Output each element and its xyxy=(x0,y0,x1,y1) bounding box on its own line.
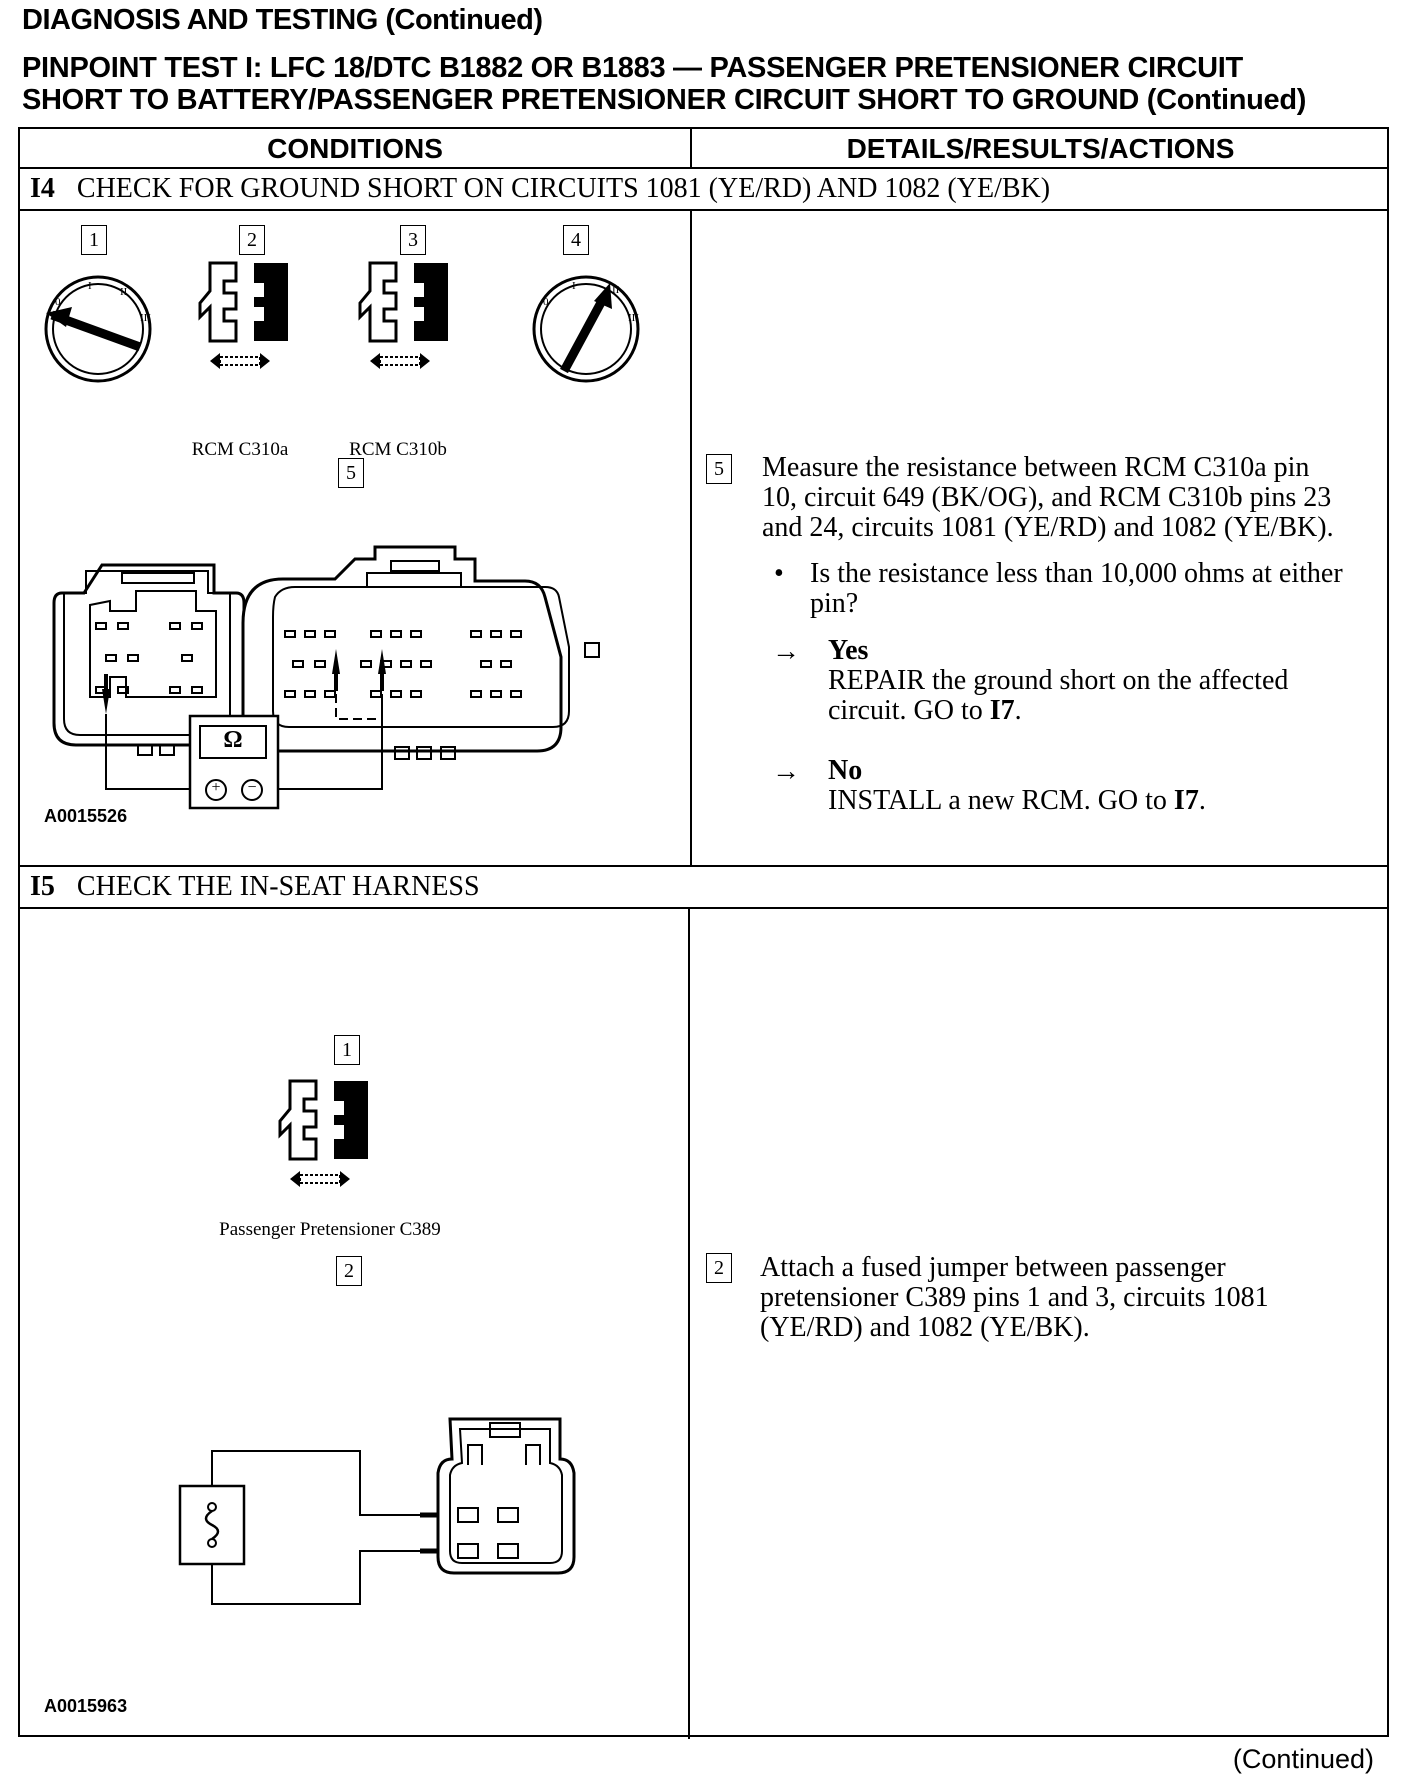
meter-minus-terminal: − xyxy=(247,779,257,796)
conditions-header: CONDITIONS xyxy=(267,133,443,164)
no-goto-step[interactable]: I7 xyxy=(1173,785,1199,816)
header-rule xyxy=(20,167,1387,169)
pinpoint-test-title: PINPOINT TEST I: LFC 18/DTC B1882 OR B18… xyxy=(22,52,1306,116)
i4-detail-line-1: Measure the resistance between RCM C310a… xyxy=(762,452,1310,483)
yes-period: . xyxy=(1014,695,1022,726)
i5-divider xyxy=(688,909,690,1739)
yes-label: Yes xyxy=(828,635,869,666)
ohmmeter-icon xyxy=(188,714,280,810)
no-arrow-icon: → xyxy=(772,756,800,787)
i4-detail-line-3: and 24, circuits 1081 (YE/RD) and 1082 (… xyxy=(762,512,1334,543)
no-label: No xyxy=(828,755,863,786)
i4-callout-1: 1 xyxy=(81,225,107,255)
step-i4-title: I4 CHECK FOR GROUND SHORT ON CIRCUITS 108… xyxy=(30,169,1050,209)
fused-jumper-diagram xyxy=(178,1417,576,1605)
connector-b-label: RCM C310b xyxy=(349,439,447,460)
details-header: DETAILS/RESULTS/ACTIONS xyxy=(846,133,1235,164)
yes-line-1: REPAIR the ground short on the affected xyxy=(828,665,1289,696)
rcm-c310b-connector-drawing xyxy=(241,545,600,760)
i4-detail-instruction: Measure the resistance between RCM C310a… xyxy=(762,453,1334,543)
i4-callout-5: 5 xyxy=(338,458,364,488)
step-i5-title: I5 CHECK THE IN-SEAT HARNESS xyxy=(30,867,480,907)
step-i5-title-text: CHECK THE IN-SEAT HARNESS xyxy=(76,871,480,902)
i4-figure-id: A0015526 xyxy=(44,806,128,826)
i5-figure-id: A0015963 xyxy=(44,1696,128,1716)
ignition-off-icon: 0 I II III xyxy=(44,275,152,383)
svg-text:I: I xyxy=(88,280,92,292)
i4-title-rule xyxy=(20,209,1387,211)
i5-callout-1: 1 xyxy=(334,1035,360,1065)
i4-callout-3: 3 xyxy=(400,225,426,255)
svg-text:II: II xyxy=(612,284,620,296)
svg-text:II: II xyxy=(120,286,128,298)
i4-question-line-1: Is the resistance less than 10,000 ohms … xyxy=(810,558,1343,589)
step-i4-title-text: CHECK FOR GROUND SHORT ON CIRCUITS 1081 … xyxy=(76,173,1051,204)
svg-text:0: 0 xyxy=(543,296,549,308)
continued-footer: (Continued) xyxy=(1232,1744,1374,1774)
no-period: . xyxy=(1198,785,1206,816)
connector-a-label: RCM C310a xyxy=(191,439,289,460)
bullet: • xyxy=(774,558,784,589)
disconnect-connector-icon xyxy=(278,1079,368,1187)
i5-detail-line-3: (YE/RD) and 1082 (YE/BK). xyxy=(760,1312,1090,1343)
disconnect-connector-icon xyxy=(358,261,448,369)
disconnect-connector-icon xyxy=(198,261,288,369)
i5-detail-line-2: pretensioner C389 pins 1 and 3, circuits… xyxy=(760,1282,1269,1313)
i5-callout-2: 2 xyxy=(336,1256,362,1286)
i5-top-rule xyxy=(20,865,1387,867)
header-divider xyxy=(690,129,692,167)
i4-yes-result: Yes REPAIR the ground short on the affec… xyxy=(828,636,1288,726)
yes-goto-text: circuit. GO to xyxy=(828,695,990,726)
svg-text:III: III xyxy=(628,312,639,324)
rcm-c310a-connector-drawing xyxy=(52,563,246,756)
svg-text:I: I xyxy=(572,280,576,292)
i5-detail-line-1: Attach a fused jumper between passenger xyxy=(760,1252,1226,1283)
test-title-line-1: PINPOINT TEST I: LFC 18/DTC B1882 OR B18… xyxy=(22,52,1243,84)
i5-title-rule xyxy=(20,907,1387,909)
i5-detail-callout: 2 xyxy=(706,1253,732,1283)
i4-no-result: No INSTALL a new RCM. GO to I7. xyxy=(828,756,1206,816)
i4-detail-line-2: 10, circuit 649 (BK/OG), and RCM C310b p… xyxy=(762,482,1332,513)
ignition-run-icon: 0 I II III xyxy=(532,275,640,383)
yes-line-2: circuit. GO to I7. xyxy=(828,696,1288,726)
page-title: DIAGNOSIS AND TESTING (Continued) xyxy=(22,4,543,36)
yes-goto-step[interactable]: I7 xyxy=(989,695,1015,726)
i4-divider xyxy=(690,211,692,867)
meter-wiring xyxy=(102,649,386,790)
svg-text:0: 0 xyxy=(55,296,61,308)
i4-callout-2: 2 xyxy=(239,225,265,255)
step-i5-id: I5 xyxy=(30,871,55,902)
meter-plus-terminal: + xyxy=(211,779,221,796)
yes-arrow-icon: → xyxy=(772,636,800,667)
i4-detail-callout: 5 xyxy=(706,454,732,484)
ohm-symbol: Ω xyxy=(223,727,243,753)
i4-question: Is the resistance less than 10,000 ohms … xyxy=(810,559,1343,619)
i5-detail-instruction: Attach a fused jumper between passenger … xyxy=(760,1253,1269,1343)
no-line-1: INSTALL a new RCM. GO to I7. xyxy=(828,786,1206,816)
c389-connector-label: Passenger Pretensioner C389 xyxy=(219,1219,441,1240)
i4-callout-4: 4 xyxy=(563,225,589,255)
i4-question-line-2: pin? xyxy=(810,588,859,619)
test-title-line-2: SHORT TO BATTERY/PASSENGER PRETENSIONER … xyxy=(22,84,1307,116)
no-goto-text: INSTALL a new RCM. GO to xyxy=(828,785,1174,816)
step-i4-id: I4 xyxy=(30,173,55,204)
svg-text:III: III xyxy=(140,312,151,324)
